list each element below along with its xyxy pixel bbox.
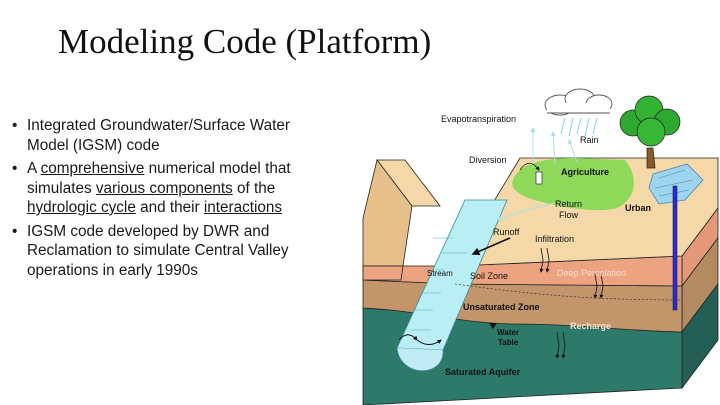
underlined-term: interactions — [203, 199, 283, 216]
stream-ripples — [411, 237, 467, 331]
bullet-item: • Integrated Groundwater/Surface Water M… — [12, 116, 312, 155]
bullet-dot: • — [12, 117, 18, 134]
label-unsaturated-zone: Unsaturated Zone — [463, 302, 540, 312]
underlined-term: comprehensive — [40, 160, 145, 177]
label-infiltration: Infiltration — [535, 234, 574, 244]
well-icon — [672, 185, 678, 311]
label-water-table-1: Water — [497, 328, 519, 337]
label-recharge: Recharge — [570, 321, 611, 331]
agriculture-field — [512, 158, 634, 211]
bullet-list: • Integrated Groundwater/Surface Water M… — [12, 116, 312, 284]
slide-title: Modeling Code (Platform) — [58, 22, 432, 61]
label-stream: Stream — [427, 269, 453, 278]
label-soil-zone: Soil Zone — [470, 271, 508, 281]
label-evapotranspiration: Evapotranspiration — [441, 114, 516, 124]
label-agriculture: Agriculture — [561, 167, 609, 177]
label-urban: Urban — [625, 203, 651, 213]
label-diversion: Diversion — [469, 155, 507, 165]
stream-bed — [396, 347, 444, 372]
label-water-table-2: Table — [498, 338, 519, 347]
bullet-text-part: A — [27, 160, 41, 177]
underlined-term: hydrologic cycle — [27, 199, 136, 216]
bullet-text-part: numerical model that simulates — [27, 160, 291, 197]
hydrologic-cycle-diagram: Evapotranspiration Rain Diversion Agricu… — [362, 88, 719, 405]
label-saturated-aquifer: Saturated Aquifer — [445, 367, 521, 377]
bullet-dot: • — [12, 222, 18, 240]
bullet-item: • A comprehensive numerical model that s… — [12, 159, 312, 218]
underlined-term: various components — [95, 179, 233, 197]
bullet-text-part: and their — [135, 199, 204, 216]
water-table-marker — [489, 323, 497, 329]
label-return-flow-1: Return — [555, 199, 582, 209]
pump-icon — [535, 171, 543, 185]
bullet-text: IGSM code developed by DWR and Reclamati… — [27, 222, 289, 279]
label-return-flow-2: Flow — [559, 210, 579, 220]
urban-area-icon — [648, 163, 704, 205]
cloud-icon — [544, 88, 613, 116]
bullet-item: • IGSM code developed by DWR and Reclama… — [12, 222, 312, 281]
bullet-dot: • — [12, 160, 18, 177]
upland-soil — [362, 265, 404, 281]
rain-icon — [560, 117, 598, 137]
label-rain: Rain — [580, 135, 599, 145]
label-runoff: Runoff — [493, 227, 520, 237]
aquifer-boundary — [454, 283, 683, 301]
bullet-text: Integrated Groundwater/Surface Water Mod… — [27, 117, 291, 154]
tree-icon — [619, 95, 681, 169]
label-deep-percolation: Deep Percolation — [557, 268, 626, 278]
bullet-text-part: of the — [232, 179, 276, 197]
